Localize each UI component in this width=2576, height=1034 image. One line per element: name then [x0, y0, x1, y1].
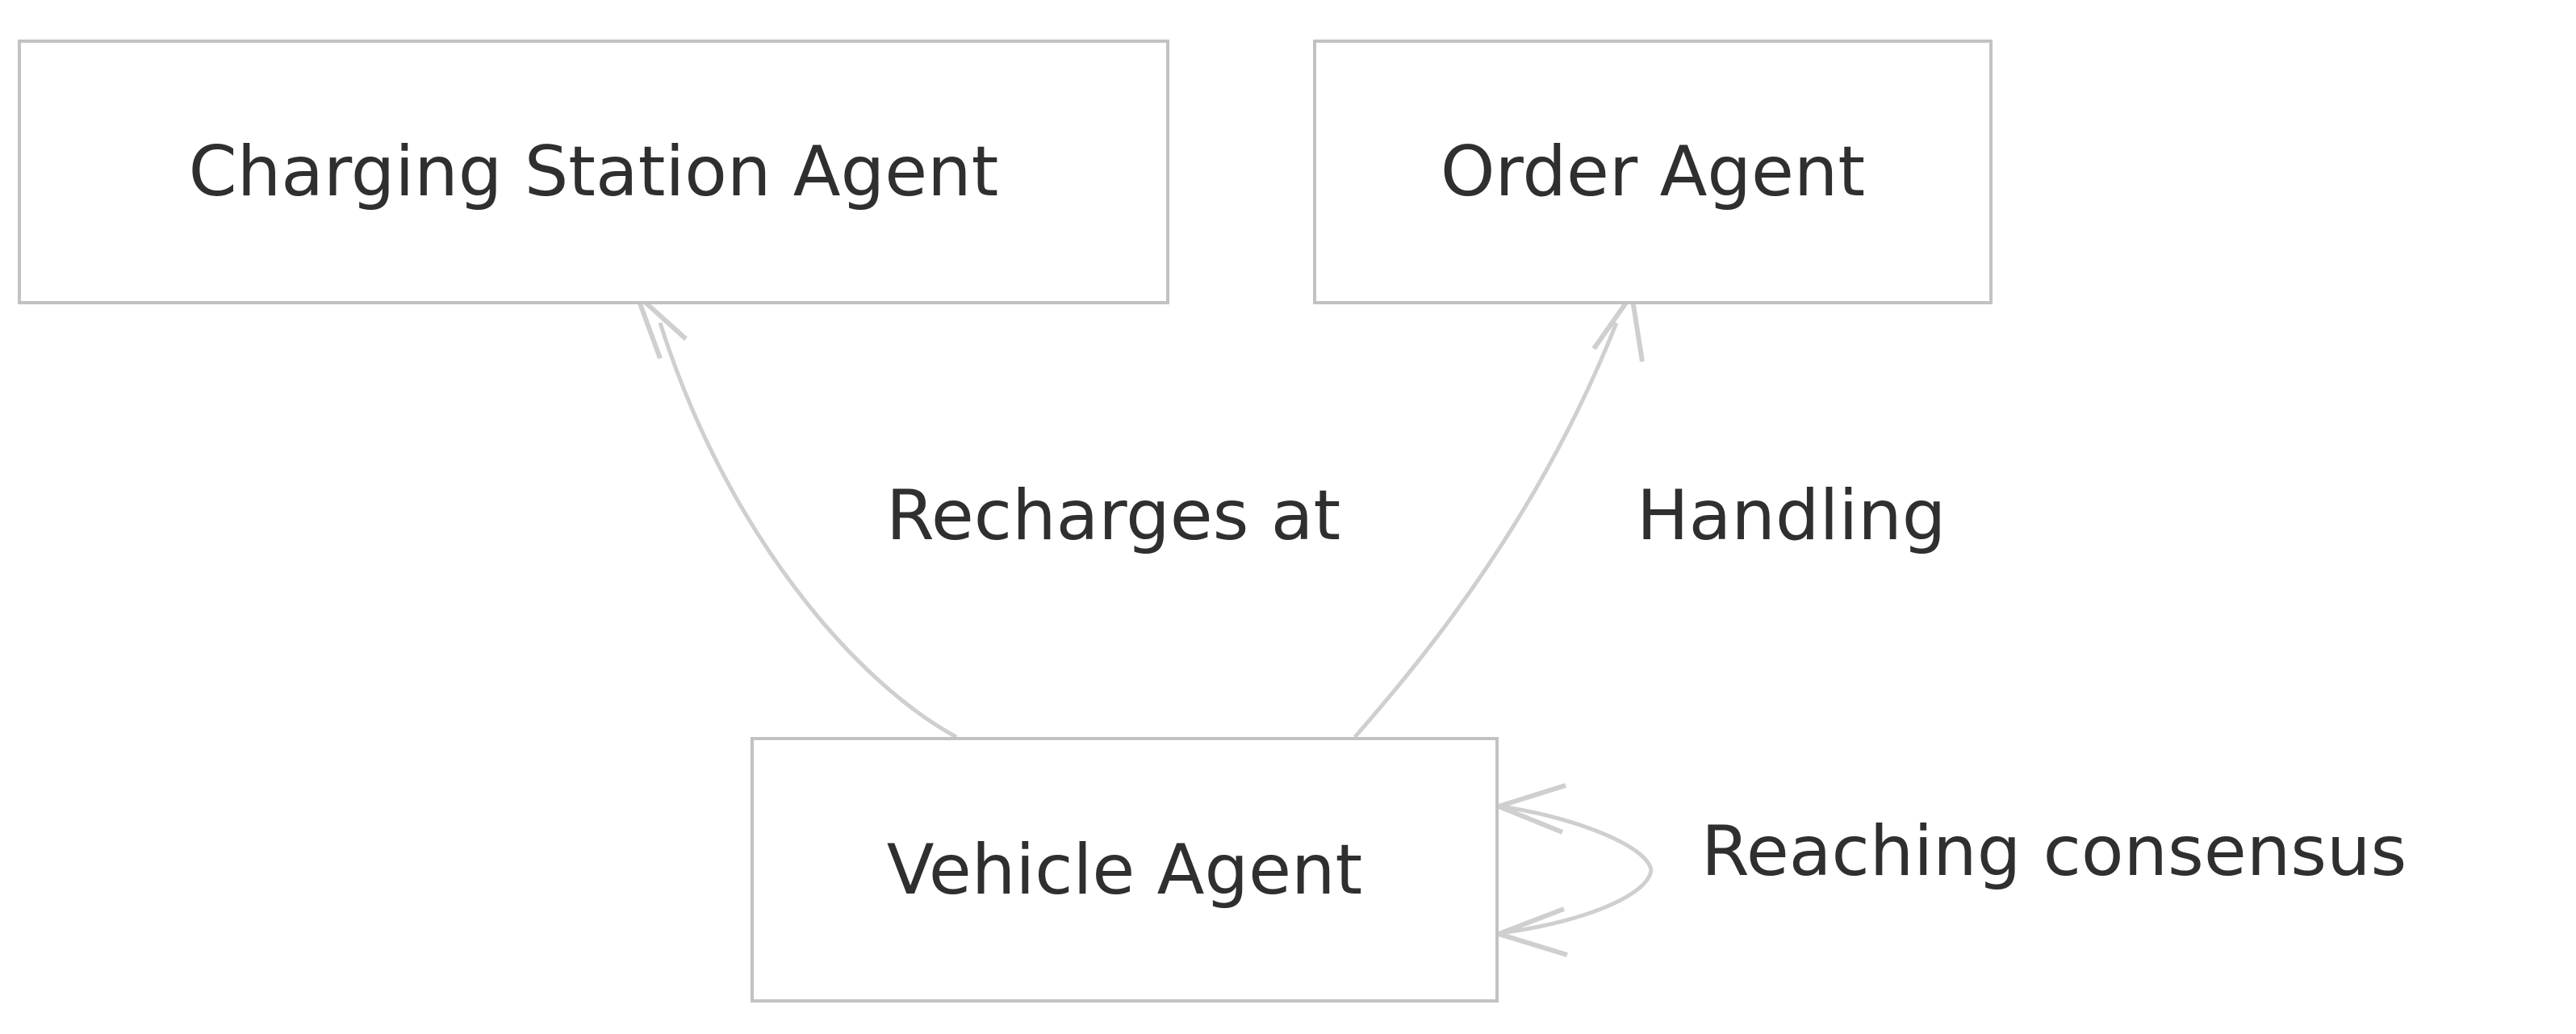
edge-reaching-consensus-path-upper: [1505, 805, 1654, 871]
edge-handling-arrowhead: [1591, 293, 1645, 362]
node-vehicle-agent-label: Vehicle Agent: [886, 829, 1363, 911]
node-vehicle-agent[interactable]: Vehicle Agent: [751, 737, 1499, 1003]
node-order-agent[interactable]: Order Agent: [1313, 40, 1993, 304]
edge-handling-path: [1353, 322, 1619, 739]
edge-label-reaching-consensus: Reaching consensus: [1701, 811, 2407, 892]
edge-reaching-consensus-arrowhead-lower: [1497, 906, 1568, 957]
node-charging-station-agent[interactable]: Charging Station Agent: [18, 40, 1169, 304]
edge-reaching-consensus-path-lower: [1505, 869, 1654, 935]
node-order-agent-label: Order Agent: [1440, 132, 1866, 212]
edge-handling: [1353, 293, 1645, 739]
edge-reaching-consensus-arrowhead-upper: [1497, 783, 1566, 835]
edge-label-recharges-at: Recharges at: [886, 475, 1341, 556]
edge-reaching-consensus: [1497, 783, 1654, 957]
node-charging-station-agent-label: Charging Station Agent: [188, 132, 999, 212]
edge-label-handling: Handling: [1637, 475, 1947, 556]
